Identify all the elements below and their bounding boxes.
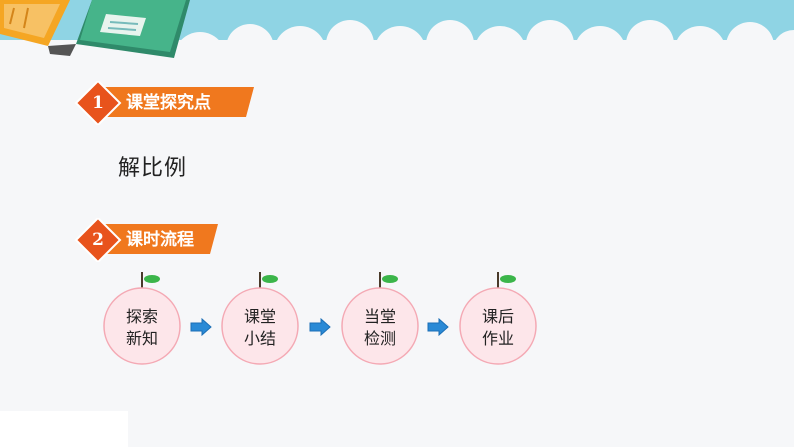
- section-number: 2: [92, 230, 104, 250]
- section-header-2: 2 课时流程: [68, 218, 258, 262]
- flow-step-3[interactable]: 当堂 检测: [338, 266, 422, 366]
- peach-icon: [103, 272, 181, 365]
- section-title: 课堂探究点: [126, 93, 211, 113]
- peach-icon: [221, 272, 299, 365]
- arrow-right-icon: [427, 318, 449, 336]
- arrow-right-icon: [309, 318, 331, 336]
- flow-step-4[interactable]: 课后 作业: [456, 266, 540, 366]
- flow-step-2[interactable]: 课堂 小结: [218, 266, 302, 366]
- section-badge: [74, 81, 254, 125]
- header-banner: [0, 0, 794, 70]
- section-badge: [74, 218, 218, 262]
- corner-panel: [0, 411, 128, 447]
- section-title: 课时流程: [126, 230, 194, 250]
- flow-step-1[interactable]: 探索 新知: [100, 266, 184, 366]
- lesson-topic: 解比例: [118, 156, 188, 181]
- ruler-icon: [0, 0, 70, 46]
- arrow-right-icon: [190, 318, 212, 336]
- book-icon: [76, 0, 190, 58]
- peach-icon: [459, 272, 537, 365]
- book-spine: [48, 44, 76, 56]
- cloud-edge: [0, 20, 794, 70]
- flow-step-label: 当堂 检测: [363, 307, 396, 348]
- flow-step-label: 课后 作业: [481, 307, 514, 348]
- peach-icon: [341, 272, 419, 365]
- section-number: 1: [92, 93, 104, 113]
- flow-step-label: 探索 新知: [125, 307, 158, 348]
- section-header-1: 1 课堂探究点: [68, 81, 258, 125]
- flow-step-label: 课堂 小结: [243, 307, 276, 348]
